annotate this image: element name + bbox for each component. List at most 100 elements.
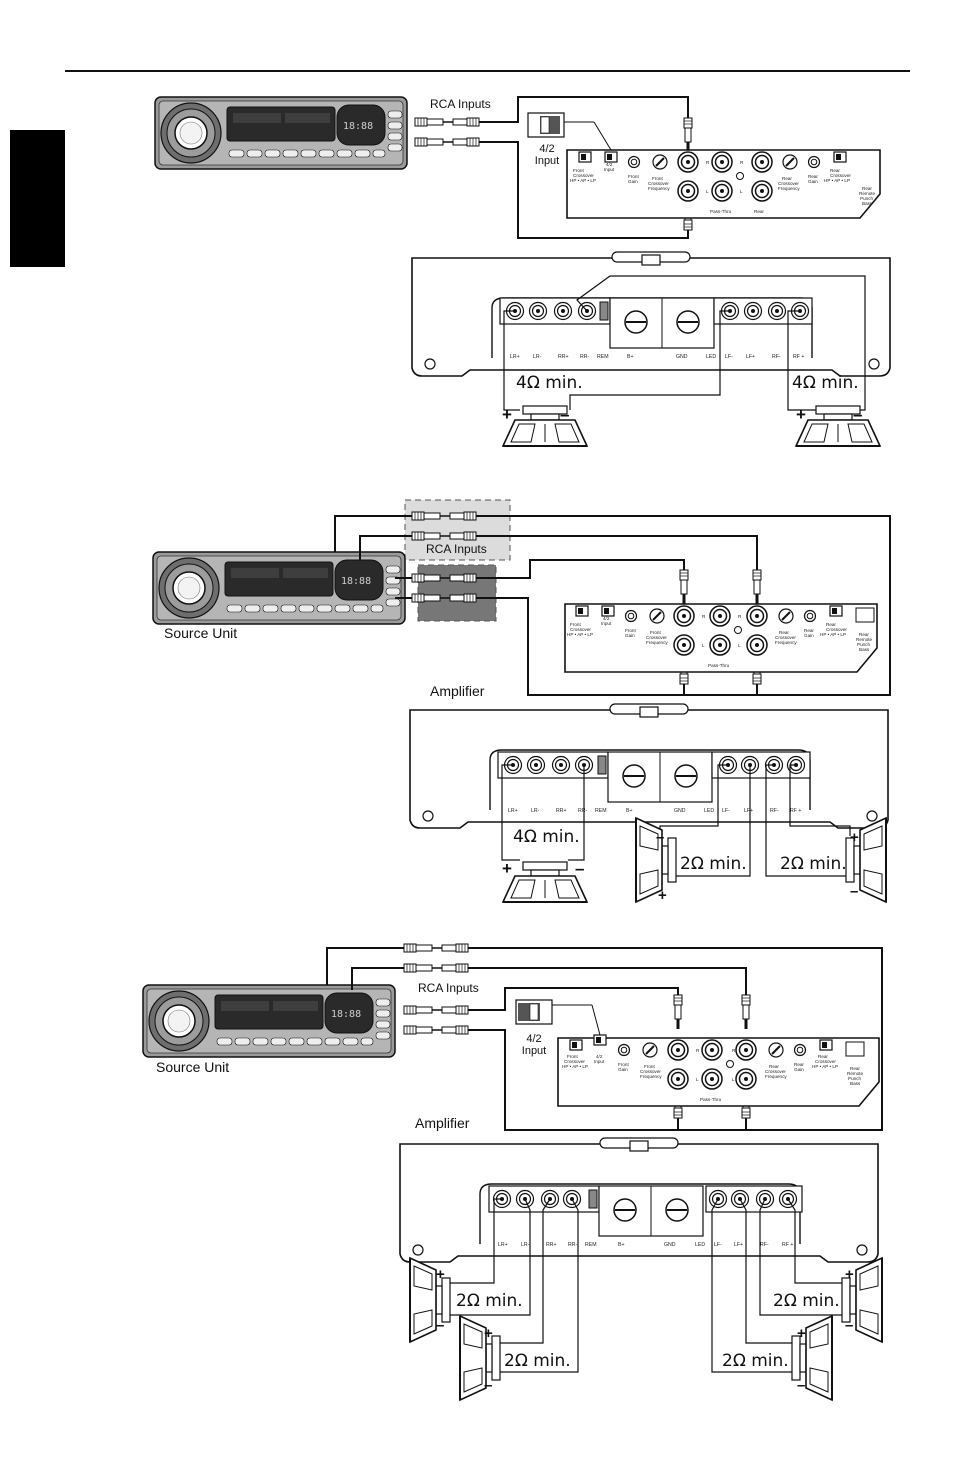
svg-text:Front: Front [652, 176, 663, 181]
svg-text:Rear: Rear [862, 186, 872, 191]
svg-text:Input: Input [601, 621, 612, 626]
input-42-label-1b: Input [535, 155, 559, 167]
rca-cable-1b [414, 137, 480, 147]
svg-text:Crossover: Crossover [815, 1059, 836, 1064]
svg-text:Pass-Thru: Pass-Thru [700, 1097, 722, 1102]
rca-box-top-2 [404, 499, 511, 561]
svg-text:–: – [850, 883, 858, 900]
svg-text:Rear: Rear [769, 1064, 779, 1069]
svg-text:B+: B+ [618, 1242, 625, 1248]
svg-text:Bass: Bass [862, 201, 873, 206]
rca-box-bottom-2 [417, 564, 497, 622]
svg-text:Front: Front [644, 1064, 655, 1069]
svg-text:RR-: RR- [568, 1242, 577, 1248]
svg-text:4/2: 4/2 [603, 616, 610, 621]
terminal-block-3: LR+ LR- RR+ RR- REM B+ GND LED LF- LF+ R… [488, 1185, 803, 1248]
svg-text:HP • AP • LP: HP • AP • LP [812, 1064, 838, 1069]
svg-text:+: + [797, 1325, 806, 1342]
svg-text:R: R [702, 614, 706, 619]
svg-text:+: + [436, 1266, 445, 1283]
svg-text:L: L [738, 643, 741, 648]
svg-text:Punch: Punch [857, 642, 870, 647]
svg-text:HP • AP • LP: HP • AP • LP [820, 632, 846, 637]
svg-text:Gain: Gain [628, 179, 638, 184]
svg-text:R: R [740, 160, 744, 165]
svg-text:LR-: LR- [521, 1242, 530, 1248]
rca-inputs-label-1: RCA Inputs [430, 97, 491, 111]
source-unit-3 [142, 984, 396, 1058]
impedance-label-1a: 4Ω min. [516, 373, 583, 393]
svg-text:Frequency: Frequency [778, 186, 800, 191]
svg-text:LED: LED [704, 808, 714, 814]
rca-cable-1a [414, 117, 480, 127]
svg-text:LED: LED [695, 1242, 705, 1248]
svg-text:L: L [702, 643, 705, 648]
svg-text:+: + [658, 887, 667, 904]
svg-text:LR-: LR- [531, 808, 540, 814]
diagram-3: Source Unit RCA Inputs 4/2 Input Front C… [142, 943, 883, 1401]
svg-text:LED: LED [706, 354, 716, 360]
svg-text:B+: B+ [627, 354, 634, 360]
svg-text:Remote: Remote [859, 191, 876, 196]
svg-text:–: – [575, 859, 584, 878]
svg-text:Frequency: Frequency [648, 186, 670, 191]
impedance-label-1b: 4Ω min. [792, 373, 859, 393]
svg-text:+: + [796, 405, 806, 424]
svg-text:R: R [696, 1048, 700, 1053]
svg-text:+: + [502, 859, 512, 878]
svg-text:Punch: Punch [860, 196, 873, 201]
rca-inputs-label-3: RCA Inputs [418, 981, 479, 995]
svg-text:GND: GND [664, 1242, 676, 1248]
svg-text:RR+: RR+ [558, 354, 569, 360]
amp-panel-1: Front Crossover HP • AP • LP 4/2 Input F… [566, 149, 881, 219]
svg-text:Rear: Rear [850, 1066, 860, 1071]
svg-text:4/2: 4/2 [606, 162, 613, 167]
svg-text:+: + [484, 1325, 493, 1342]
svg-text:Front: Front [573, 168, 584, 173]
svg-text:RF-: RF- [772, 354, 781, 360]
svg-text:R: R [738, 614, 742, 619]
input-42-label-3b: Input [522, 1045, 546, 1057]
svg-text:LF-: LF- [714, 1242, 722, 1248]
speaker-3b [459, 1315, 501, 1401]
svg-text:Input: Input [604, 167, 615, 172]
svg-text:REM: REM [597, 354, 609, 360]
svg-text:LF+: LF+ [746, 354, 755, 360]
svg-text:Crossover: Crossover [570, 627, 591, 632]
svg-text:Crossover: Crossover [646, 635, 667, 640]
svg-text:–: – [845, 1317, 853, 1334]
diagram-2: Source Unit RCA Inputs Front Crossover H… [152, 499, 891, 904]
svg-text:Crossover: Crossover [826, 627, 847, 632]
svg-text:RF +: RF + [782, 1242, 793, 1248]
svg-text:Rear: Rear [818, 1054, 828, 1059]
svg-text:LR+: LR+ [510, 354, 520, 360]
svg-text:LF+: LF+ [734, 1242, 743, 1248]
source-unit-label-2: Source Unit [164, 625, 237, 641]
svg-text:Crossover: Crossover [778, 181, 799, 186]
svg-text:Gain: Gain [618, 1067, 628, 1072]
svg-text:RF-: RF- [760, 1242, 769, 1248]
impedance-label-3a: 2Ω min. [456, 1291, 523, 1311]
svg-text:Front: Front [570, 622, 581, 627]
svg-text:Crossover: Crossover [765, 1069, 786, 1074]
svg-text:Gain: Gain [625, 633, 635, 638]
svg-text:Crossover: Crossover [564, 1059, 585, 1064]
svg-text:Rear: Rear [830, 168, 840, 173]
svg-text:RR+: RR+ [556, 808, 567, 814]
svg-text:–: – [436, 1317, 444, 1334]
svg-text:+: + [502, 405, 512, 424]
svg-text:–: – [797, 1377, 805, 1394]
svg-text:Crossover: Crossover [640, 1069, 661, 1074]
terminal-block-1: LR+ LR- RR+ RR- REM B+ GND LED LF- LF+ R… [499, 297, 813, 360]
svg-text:Gain: Gain [804, 633, 814, 638]
svg-text:–: – [656, 829, 664, 846]
svg-text:LF-: LF- [722, 808, 730, 814]
svg-text:+: + [850, 829, 859, 846]
svg-text:HP • AP • LP: HP • AP • LP [567, 632, 593, 637]
impedance-label-3c: 2Ω min. [722, 1351, 789, 1371]
svg-text:Front: Front [628, 174, 639, 179]
svg-text:GND: GND [674, 808, 686, 814]
svg-text:Punch: Punch [848, 1076, 861, 1081]
svg-text:REM: REM [585, 1242, 597, 1248]
